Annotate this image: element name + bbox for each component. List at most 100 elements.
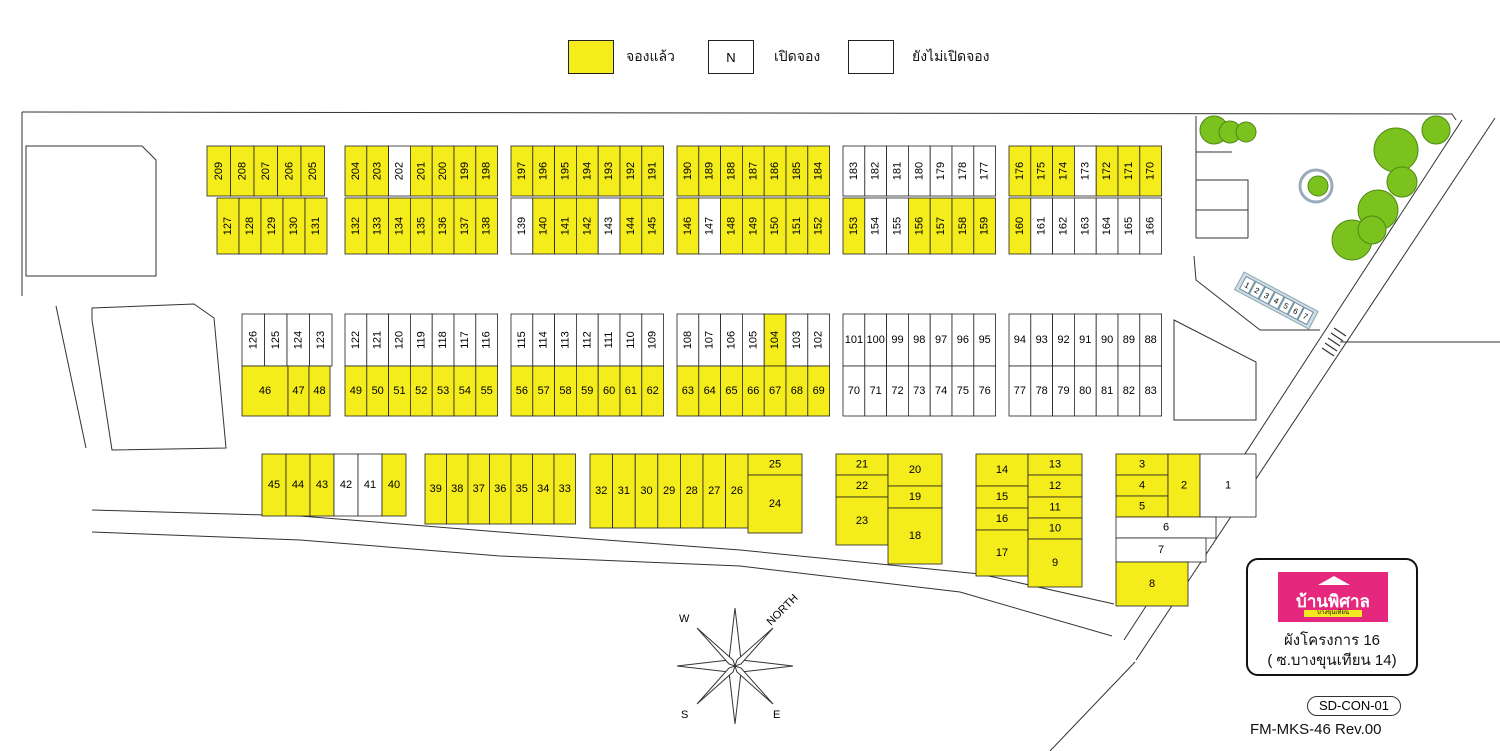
plot-8[interactable]: 8 — [1115, 561, 1189, 607]
plot-18[interactable]: 18 — [887, 507, 943, 565]
plot-81[interactable]: 81 — [1095, 365, 1119, 417]
plot-118[interactable]: 118 — [431, 313, 455, 367]
plot-173[interactable]: 173 — [1074, 145, 1097, 197]
plot-45[interactable]: 45 — [261, 453, 287, 517]
plot-61[interactable]: 61 — [619, 365, 643, 417]
plot-181[interactable]: 181 — [886, 145, 909, 197]
plot-32[interactable]: 32 — [589, 453, 614, 529]
plot-146[interactable]: 146 — [676, 197, 700, 255]
plot-76[interactable]: 76 — [973, 365, 996, 417]
plot-166[interactable]: 166 — [1139, 197, 1163, 255]
plot-30[interactable]: 30 — [634, 453, 659, 529]
plot-60[interactable]: 60 — [597, 365, 621, 417]
plot-157[interactable]: 157 — [929, 197, 953, 255]
plot-35[interactable]: 35 — [510, 453, 533, 525]
plot-189[interactable]: 189 — [698, 145, 721, 197]
plot-89[interactable]: 89 — [1117, 313, 1141, 367]
plot-192[interactable]: 192 — [619, 145, 643, 197]
plot-11[interactable]: 11 — [1027, 496, 1083, 519]
plot-191[interactable]: 191 — [641, 145, 664, 197]
plot-124[interactable]: 124 — [286, 313, 310, 367]
plot-156[interactable]: 156 — [908, 197, 931, 255]
plot-152[interactable]: 152 — [807, 197, 830, 255]
plot-110[interactable]: 110 — [619, 313, 643, 367]
plot-142[interactable]: 142 — [576, 197, 599, 255]
plot-144[interactable]: 144 — [619, 197, 643, 255]
plot-97[interactable]: 97 — [929, 313, 953, 367]
plot-94[interactable]: 94 — [1008, 313, 1032, 367]
plot-182[interactable]: 182 — [864, 145, 887, 197]
plot-6[interactable]: 6 — [1115, 516, 1217, 539]
plot-59[interactable]: 59 — [576, 365, 599, 417]
plot-82[interactable]: 82 — [1117, 365, 1141, 417]
plot-159[interactable]: 159 — [973, 197, 996, 255]
plot-190[interactable]: 190 — [676, 145, 700, 197]
plot-24[interactable]: 24 — [747, 474, 803, 534]
plot-54[interactable]: 54 — [453, 365, 477, 417]
plot-170[interactable]: 170 — [1139, 145, 1163, 197]
plot-202[interactable]: 202 — [388, 145, 411, 197]
plot-77[interactable]: 77 — [1008, 365, 1032, 417]
plot-171[interactable]: 171 — [1117, 145, 1141, 197]
plot-90[interactable]: 90 — [1095, 313, 1119, 367]
plot-28[interactable]: 28 — [680, 453, 704, 529]
plot-16[interactable]: 16 — [975, 507, 1029, 531]
plot-122[interactable]: 122 — [344, 313, 368, 367]
plot-40[interactable]: 40 — [381, 453, 407, 517]
plot-20[interactable]: 20 — [887, 453, 943, 487]
plot-67[interactable]: 67 — [763, 365, 787, 417]
plot-31[interactable]: 31 — [612, 453, 636, 529]
plot-1[interactable]: 1 — [1199, 453, 1257, 518]
plot-75[interactable]: 75 — [951, 365, 975, 417]
plot-198[interactable]: 198 — [475, 145, 498, 197]
plot-121[interactable]: 121 — [366, 313, 389, 367]
plot-10[interactable]: 10 — [1027, 517, 1083, 540]
plot-161[interactable]: 161 — [1030, 197, 1054, 255]
plot-126[interactable]: 126 — [241, 313, 265, 367]
plot-12[interactable]: 12 — [1027, 474, 1083, 498]
plot-203[interactable]: 203 — [366, 145, 389, 197]
plot-149[interactable]: 149 — [742, 197, 765, 255]
plot-153[interactable]: 153 — [842, 197, 866, 255]
plot-205[interactable]: 205 — [300, 145, 325, 197]
plot-154[interactable]: 154 — [864, 197, 887, 255]
plot-160[interactable]: 160 — [1008, 197, 1032, 255]
plot-9[interactable]: 9 — [1027, 538, 1083, 588]
plot-34[interactable]: 34 — [532, 453, 555, 525]
plot-72[interactable]: 72 — [886, 365, 909, 417]
plot-195[interactable]: 195 — [554, 145, 577, 197]
plot-73[interactable]: 73 — [908, 365, 931, 417]
plot-117[interactable]: 117 — [453, 313, 477, 367]
plot-92[interactable]: 92 — [1052, 313, 1075, 367]
plot-78[interactable]: 78 — [1030, 365, 1054, 417]
plot-158[interactable]: 158 — [951, 197, 975, 255]
plot-186[interactable]: 186 — [763, 145, 787, 197]
plot-46[interactable]: 46 — [241, 365, 289, 417]
plot-138[interactable]: 138 — [475, 197, 498, 255]
plot-42[interactable]: 42 — [333, 453, 359, 517]
plot-69[interactable]: 69 — [807, 365, 830, 417]
plot-120[interactable]: 120 — [388, 313, 411, 367]
plot-17[interactable]: 17 — [975, 529, 1029, 577]
plot-199[interactable]: 199 — [453, 145, 477, 197]
plot-137[interactable]: 137 — [453, 197, 477, 255]
plot-184[interactable]: 184 — [807, 145, 830, 197]
plot-64[interactable]: 64 — [698, 365, 721, 417]
plot-103[interactable]: 103 — [785, 313, 809, 367]
plot-178[interactable]: 178 — [951, 145, 975, 197]
plot-180[interactable]: 180 — [908, 145, 931, 197]
plot-74[interactable]: 74 — [929, 365, 953, 417]
plot-141[interactable]: 141 — [554, 197, 577, 255]
plot-52[interactable]: 52 — [409, 365, 433, 417]
plot-41[interactable]: 41 — [357, 453, 383, 517]
plot-83[interactable]: 83 — [1139, 365, 1163, 417]
plot-38[interactable]: 38 — [446, 453, 469, 525]
plot-7[interactable]: 7 — [1115, 537, 1207, 563]
plot-116[interactable]: 116 — [475, 313, 498, 367]
plot-37[interactable]: 37 — [467, 453, 490, 525]
plot-148[interactable]: 148 — [720, 197, 743, 255]
plot-112[interactable]: 112 — [576, 313, 599, 367]
plot-62[interactable]: 62 — [641, 365, 664, 417]
plot-57[interactable]: 57 — [532, 365, 555, 417]
plot-63[interactable]: 63 — [676, 365, 700, 417]
